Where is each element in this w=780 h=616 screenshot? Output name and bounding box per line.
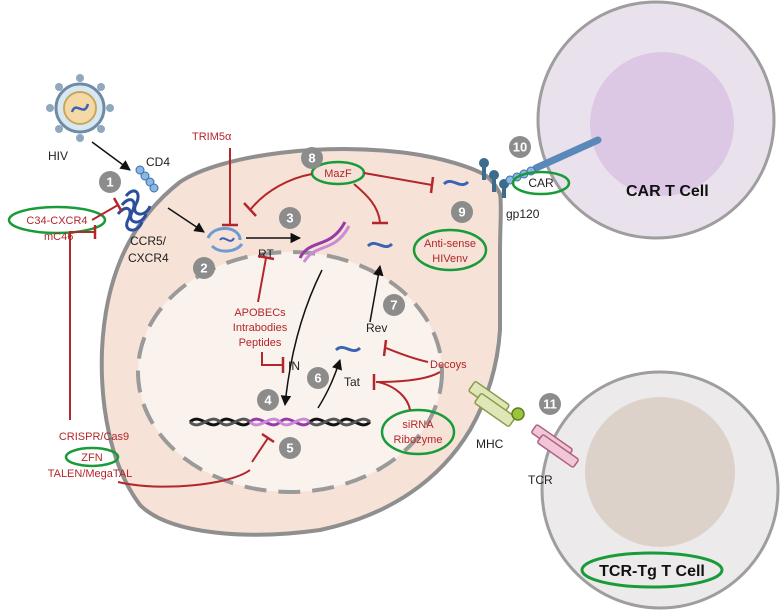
tcr-label: TCR xyxy=(528,473,553,487)
coreceptor-label-2: CXCR4 xyxy=(128,251,169,265)
step-badge-3 xyxy=(279,207,301,229)
tat-label: Tat xyxy=(344,375,361,389)
cytoplasmic-rna xyxy=(366,241,394,249)
cd4-receptor xyxy=(135,165,159,193)
crispr-label: CRISPR/Cas9 xyxy=(59,431,129,443)
gp120-label: gp120 xyxy=(506,207,540,221)
step-badge-1 xyxy=(99,171,121,193)
tcr-tg-t-cell-label: TCR-Tg T Cell xyxy=(599,563,705,580)
hiv-virion: HIV xyxy=(46,74,114,163)
step-number-3: 3 xyxy=(286,211,293,226)
step-number-10: 10 xyxy=(513,140,527,155)
zfn-label: ZFN xyxy=(81,452,102,464)
step-badge-5 xyxy=(279,437,301,459)
step-badge-6 xyxy=(307,367,329,389)
step-number-1: 1 xyxy=(106,175,113,190)
step-number-5: 5 xyxy=(286,441,293,456)
step-number-8: 8 xyxy=(308,151,315,166)
step-number-2: 2 xyxy=(200,261,207,276)
peptides-label: Peptides xyxy=(239,337,282,349)
step-badge-11 xyxy=(539,393,561,415)
mazf-label: MazF xyxy=(324,168,352,180)
step-badge-8 xyxy=(301,147,323,169)
coreceptor-label-1: CCR5/ xyxy=(130,234,167,248)
sirna-highlight xyxy=(380,408,456,456)
trim5a-label: TRIM5α xyxy=(192,131,232,143)
nuclear-export-arrow xyxy=(369,264,384,323)
cd4-label: CD4 xyxy=(146,155,170,169)
uncoated-capsid xyxy=(206,227,244,253)
ccr5-cxcr4-coreceptor xyxy=(116,189,152,232)
entry-inhibition-line xyxy=(91,204,119,221)
c34-cxcr4-label: C34-CXCR4 xyxy=(26,215,87,227)
mazf-to-export-line xyxy=(363,172,433,186)
tcr-tg-t-cell: TCR-Tg T Cell xyxy=(540,370,780,610)
entry-to-uncoating-arrow xyxy=(167,207,205,233)
zfn-highlight xyxy=(64,446,120,468)
exported-rna xyxy=(442,179,470,187)
step-badge-7 xyxy=(383,294,405,316)
virus-binding-arrow xyxy=(91,141,131,171)
talen-label: TALEN/MegaTAL xyxy=(48,468,133,480)
dsdna-reverse-transcribed xyxy=(298,221,351,263)
rev-label: Rev xyxy=(366,321,387,335)
step-number-4: 4 xyxy=(264,393,272,408)
car-t-cell: CAR T Cell xyxy=(536,0,776,240)
gene-editing-to-dna-line xyxy=(117,469,251,488)
hiv-label: HIV xyxy=(48,149,68,163)
apobecs-label: APOBECs xyxy=(234,307,286,319)
car-t-cell-label: CAR T Cell xyxy=(626,183,709,200)
tcr-molecule xyxy=(531,424,579,468)
step-badge-4 xyxy=(257,389,279,411)
step-number-7: 7 xyxy=(390,298,397,313)
car-label: CAR xyxy=(528,176,554,190)
antisense-label-2: HIVenv xyxy=(432,253,468,265)
step-badge-9 xyxy=(451,201,473,223)
mhc-label: MHC xyxy=(476,437,504,451)
antisense-label-1: Anti-sense xyxy=(424,238,476,250)
ribozyme-label: Ribozyme xyxy=(394,434,443,446)
mhc-molecule xyxy=(468,381,525,427)
mazf-to-rt-line xyxy=(249,173,313,211)
tcr-tg-highlight xyxy=(580,551,724,589)
intrabodies-label: Intrabodies xyxy=(233,322,288,334)
transcription-arrow xyxy=(317,359,342,409)
step-badge-2 xyxy=(193,257,215,279)
step-badges: 1 2 3 4 5 6 7 8 9 10 11 xyxy=(99,136,561,459)
step-number-9: 9 xyxy=(458,205,465,220)
gene-editing-bracket xyxy=(69,231,95,420)
mazf-to-rna-line xyxy=(353,183,381,223)
nuclear-import-arrow xyxy=(280,269,323,407)
step-number-11: 11 xyxy=(543,397,557,412)
car-highlight xyxy=(511,170,571,196)
step-badge-10 xyxy=(509,136,531,158)
mc46-label: mC46 xyxy=(44,231,73,243)
decoys-label: Decoys xyxy=(430,359,467,371)
nuclear-rna xyxy=(334,345,362,353)
antisense-highlight xyxy=(412,228,488,272)
step-number-6: 6 xyxy=(314,371,321,386)
host-chromosome xyxy=(188,417,372,427)
c34-highlight xyxy=(7,205,107,235)
sirna-label: siRNA xyxy=(402,419,434,431)
